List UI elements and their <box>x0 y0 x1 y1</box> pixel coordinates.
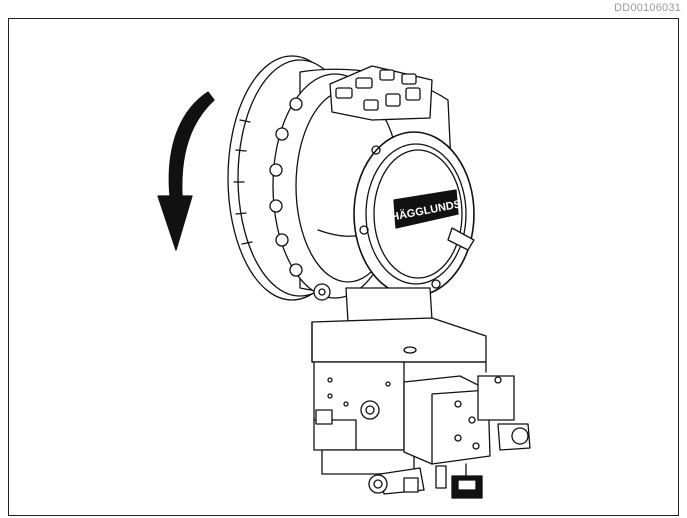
solenoid-valve <box>403 375 531 499</box>
rotation-arrow-icon <box>157 91 215 251</box>
adapter-block <box>345 287 433 323</box>
port-manifold <box>329 65 433 121</box>
document-id: DD00106031 <box>614 2 681 14</box>
illustration-frame <box>8 18 679 516</box>
bottom-fittings <box>368 465 447 495</box>
valve-block <box>311 317 487 475</box>
